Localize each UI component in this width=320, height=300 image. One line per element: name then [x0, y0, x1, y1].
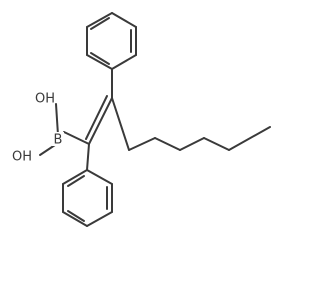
aromatic-double-bond	[67, 210, 85, 222]
aromatic-double-bond	[67, 175, 85, 187]
alkene-double-bond	[85, 95, 113, 145]
bond	[86, 143, 90, 171]
bond	[88, 97, 113, 145]
bond	[62, 169, 88, 185]
aromatic-double-bond	[90, 17, 110, 30]
bond	[39, 144, 56, 156]
bond	[228, 126, 271, 151]
molecule-canvas: B OH OH	[11, 12, 271, 227]
bond	[55, 103, 59, 136]
hydroxyl-top-label: OH	[35, 92, 55, 107]
structure-diagram: B OH OH	[12, 12, 271, 227]
atom-background	[52, 132, 64, 146]
bond	[179, 137, 205, 151]
bond	[128, 137, 156, 151]
bond	[63, 131, 90, 145]
hydroxyl-bottom-label: OH	[12, 150, 32, 165]
boron-atom-label: B	[54, 133, 63, 148]
bond	[111, 12, 137, 28]
bond	[111, 54, 137, 70]
aromatic-double-bond	[90, 52, 110, 65]
upper-phenyl-ring	[86, 12, 137, 70]
bond	[86, 169, 113, 185]
bond	[86, 54, 113, 70]
bond	[203, 137, 230, 151]
bond	[154, 137, 181, 151]
bond	[85, 95, 108, 140]
lower-phenyl-ring	[62, 169, 113, 227]
hexyl-chain	[111, 97, 271, 151]
bond	[111, 97, 130, 151]
bond	[86, 211, 113, 227]
bond	[86, 12, 113, 28]
bond	[62, 211, 88, 227]
